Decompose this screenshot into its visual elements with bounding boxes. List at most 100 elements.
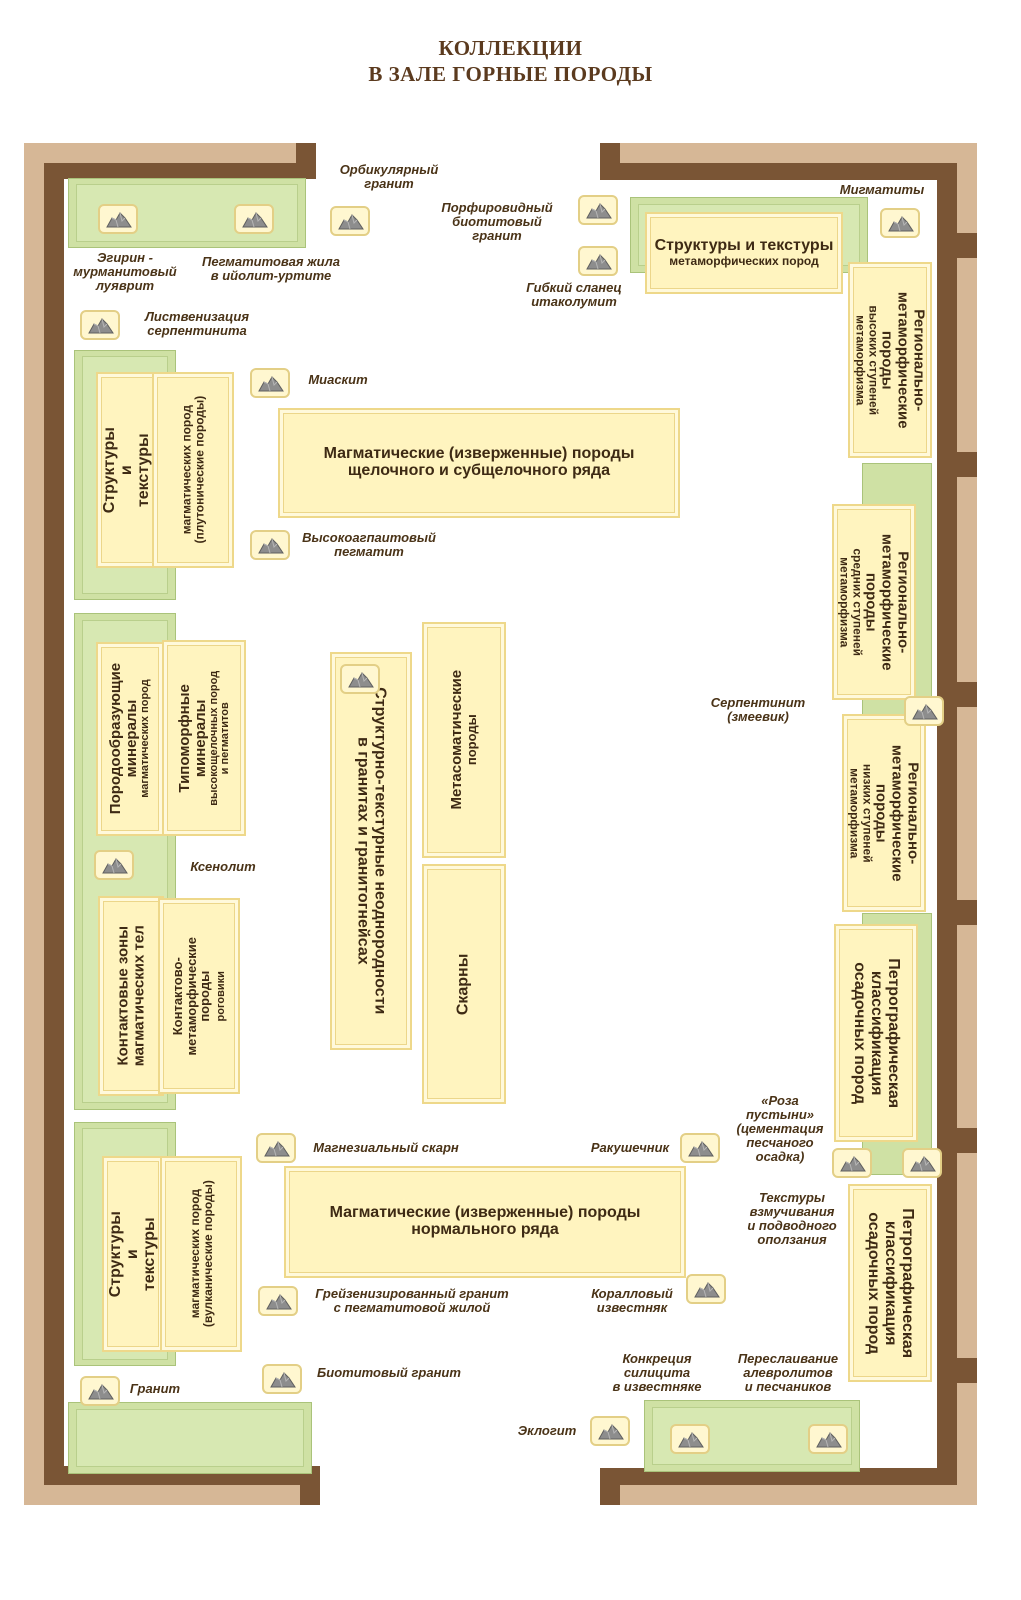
map-title-line1: КОЛЛЕКЦИИ xyxy=(438,36,583,60)
case-regional-high-l1: Регионально- xyxy=(910,309,928,411)
case-contact-met-l2: метаморфические xyxy=(183,936,199,1056)
label-xenolith: Ксенолит xyxy=(190,859,256,874)
wall-bottom-right xyxy=(600,1468,957,1485)
case-plutonic-structures-l3: текстуры xyxy=(134,433,152,507)
case-rock-forming-l3: магматических пород xyxy=(138,679,151,799)
case-regional-low[interactable]: Регионально- метаморфические породы низк… xyxy=(842,714,926,912)
wall-bottom-right-stub xyxy=(600,1468,620,1505)
wall-pier xyxy=(937,900,977,925)
case-alkaline-l1: Магматические (изверженные) породы xyxy=(323,445,635,463)
rock-sample-icon[interactable] xyxy=(80,1376,120,1406)
rock-sample-icon[interactable] xyxy=(832,1148,872,1178)
wall-top-right xyxy=(600,163,937,180)
rock-sample-icon[interactable] xyxy=(250,368,290,398)
case-volcanic-sub-l2: (вулканические породы) xyxy=(200,1180,215,1328)
rock-sample-icon[interactable] xyxy=(590,1416,630,1446)
case-petrographic-2-l1: Петрографическая xyxy=(899,1208,917,1358)
outer-band-bottom-left xyxy=(24,1485,318,1505)
case-regional-high[interactable]: Регионально- метаморфические породы высо… xyxy=(848,262,932,458)
case-skarn[interactable]: Скарны xyxy=(422,864,506,1104)
case-typomorphic-minerals[interactable]: Типоморфные минералы высокощелочных поро… xyxy=(162,640,246,836)
wall-right xyxy=(937,163,957,1469)
case-regional-low-l2: метаморфические xyxy=(888,744,906,882)
case-regional-high-l3: породы xyxy=(878,330,896,390)
wall-pier xyxy=(937,452,977,477)
case-petrographic-1-l3: осадочных пород xyxy=(851,962,869,1104)
rock-sample-icon[interactable] xyxy=(880,208,920,238)
wall-bottom-left-stub xyxy=(300,1466,320,1505)
case-contact-metamorphic[interactable]: Контактово- метаморфические породы рогов… xyxy=(158,898,240,1094)
case-petrographic-1-l2: классификация xyxy=(868,970,886,1096)
case-typomorphic-l3: высокощелочных пород xyxy=(207,670,220,806)
rock-sample-icon[interactable] xyxy=(904,696,944,726)
case-contact-zones[interactable]: Контактовые зоны магматических тел xyxy=(98,896,164,1096)
rock-sample-icon[interactable] xyxy=(94,850,134,880)
rock-sample-icon[interactable] xyxy=(902,1148,942,1178)
label-migmatites: Мигматиты xyxy=(839,182,925,197)
rock-sample-icon[interactable] xyxy=(250,530,290,560)
case-alkaline-l2: щелочного и субщелочного ряда xyxy=(347,462,611,479)
case-plutonic-structures-l2: и xyxy=(117,465,135,475)
case-metamorphic-structures[interactable]: Структуры и текстуры метаморфических пор… xyxy=(645,212,843,294)
wall-left xyxy=(44,163,64,1469)
case-metasomatic[interactable]: Метасоматические породы xyxy=(422,622,506,858)
case-plutonic-sub-l1: магматических пород xyxy=(179,405,194,535)
rock-sample-icon[interactable] xyxy=(256,1133,296,1163)
case-regional-low-l1: Регионально- xyxy=(904,762,922,864)
case-normal-l2: нормального ряда xyxy=(411,1221,559,1238)
case-regional-mid-l3: породы xyxy=(862,572,880,632)
case-metasomatic-l1: Метасоматические xyxy=(448,670,466,810)
case-metamorphic-structures-title: Структуры и текстуры xyxy=(654,237,834,255)
outer-band-top-right xyxy=(600,143,977,163)
rock-sample-icon[interactable] xyxy=(234,204,274,234)
case-volcanic-sub-l1: магматических пород xyxy=(187,1189,202,1319)
case-petrographic-2-l2: классификация xyxy=(882,1220,900,1346)
rock-sample-icon[interactable] xyxy=(330,206,370,236)
rock-sample-icon[interactable] xyxy=(686,1274,726,1304)
case-metamorphic-structures-sub: метаморфических пород xyxy=(669,254,819,269)
case-skarn-label: Скарны xyxy=(454,953,472,1015)
case-volcanic-structures[interactable]: Структуры и текстуры xyxy=(102,1156,164,1352)
label-magnesian-skarn: Магнезиальный скарн xyxy=(313,1140,459,1155)
case-granite-inhomogeneities[interactable]: Структурно-текстурные неоднородности в г… xyxy=(330,652,412,1050)
rock-sample-icon[interactable] xyxy=(680,1133,720,1163)
rock-sample-icon[interactable] xyxy=(80,310,120,340)
case-regional-high-l2: метаморфические xyxy=(894,291,912,429)
rock-sample-icon[interactable] xyxy=(670,1424,710,1454)
rock-sample-icon[interactable] xyxy=(578,246,618,276)
case-regional-mid[interactable]: Регионально- метаморфические породы сред… xyxy=(832,504,916,700)
wall-pier xyxy=(937,1128,977,1153)
case-plutonic-sub[interactable]: магматических пород (плутонические пород… xyxy=(152,372,234,568)
case-typomorphic-l4: и пегматитов xyxy=(218,701,231,775)
case-volcanic-structures-l1: Структуры xyxy=(106,1210,124,1298)
map-title-line2: В ЗАЛЕ ГОРНЫЕ ПОРОДЫ xyxy=(368,62,653,86)
case-rock-forming-minerals[interactable]: Породообразующие минералы магматических … xyxy=(96,642,164,836)
rock-sample-icon[interactable] xyxy=(340,664,380,694)
case-rock-forming-l2: минералы xyxy=(123,700,141,778)
rock-sample-icon[interactable] xyxy=(262,1364,302,1394)
case-regional-high-l4: высоких ступеней xyxy=(865,305,880,415)
case-petrographic-1[interactable]: Петрографическая классификация осадочных… xyxy=(834,924,918,1142)
case-petrographic-2[interactable]: Петрографическая классификация осадочных… xyxy=(848,1184,932,1382)
case-normal-l1: Магматические (изверженные) породы xyxy=(329,1204,641,1222)
outer-band-top-left xyxy=(24,143,296,163)
case-volcanic-sub[interactable]: магматических пород (вулканические пород… xyxy=(160,1156,242,1352)
wall-pier xyxy=(937,233,977,258)
case-rock-forming-l1: Породообразующие xyxy=(107,663,125,815)
outer-band-bottom-right xyxy=(600,1485,977,1505)
case-alkaline-igneous[interactable]: Магматические (изверженные) породы щелоч… xyxy=(278,408,680,518)
rock-sample-icon[interactable] xyxy=(98,204,138,234)
label-shell-rock: Ракушечник xyxy=(590,1140,670,1155)
case-normal-igneous[interactable]: Магматические (изверженные) породы норма… xyxy=(284,1166,686,1278)
label-biotite-granite: Биотитовый гранит xyxy=(317,1365,461,1380)
case-plutonic-structures[interactable]: Структуры и текстуры xyxy=(96,372,158,568)
rock-sample-icon[interactable] xyxy=(578,195,618,225)
rock-sample-icon[interactable] xyxy=(258,1286,298,1316)
rock-sample-icon[interactable] xyxy=(808,1424,848,1454)
